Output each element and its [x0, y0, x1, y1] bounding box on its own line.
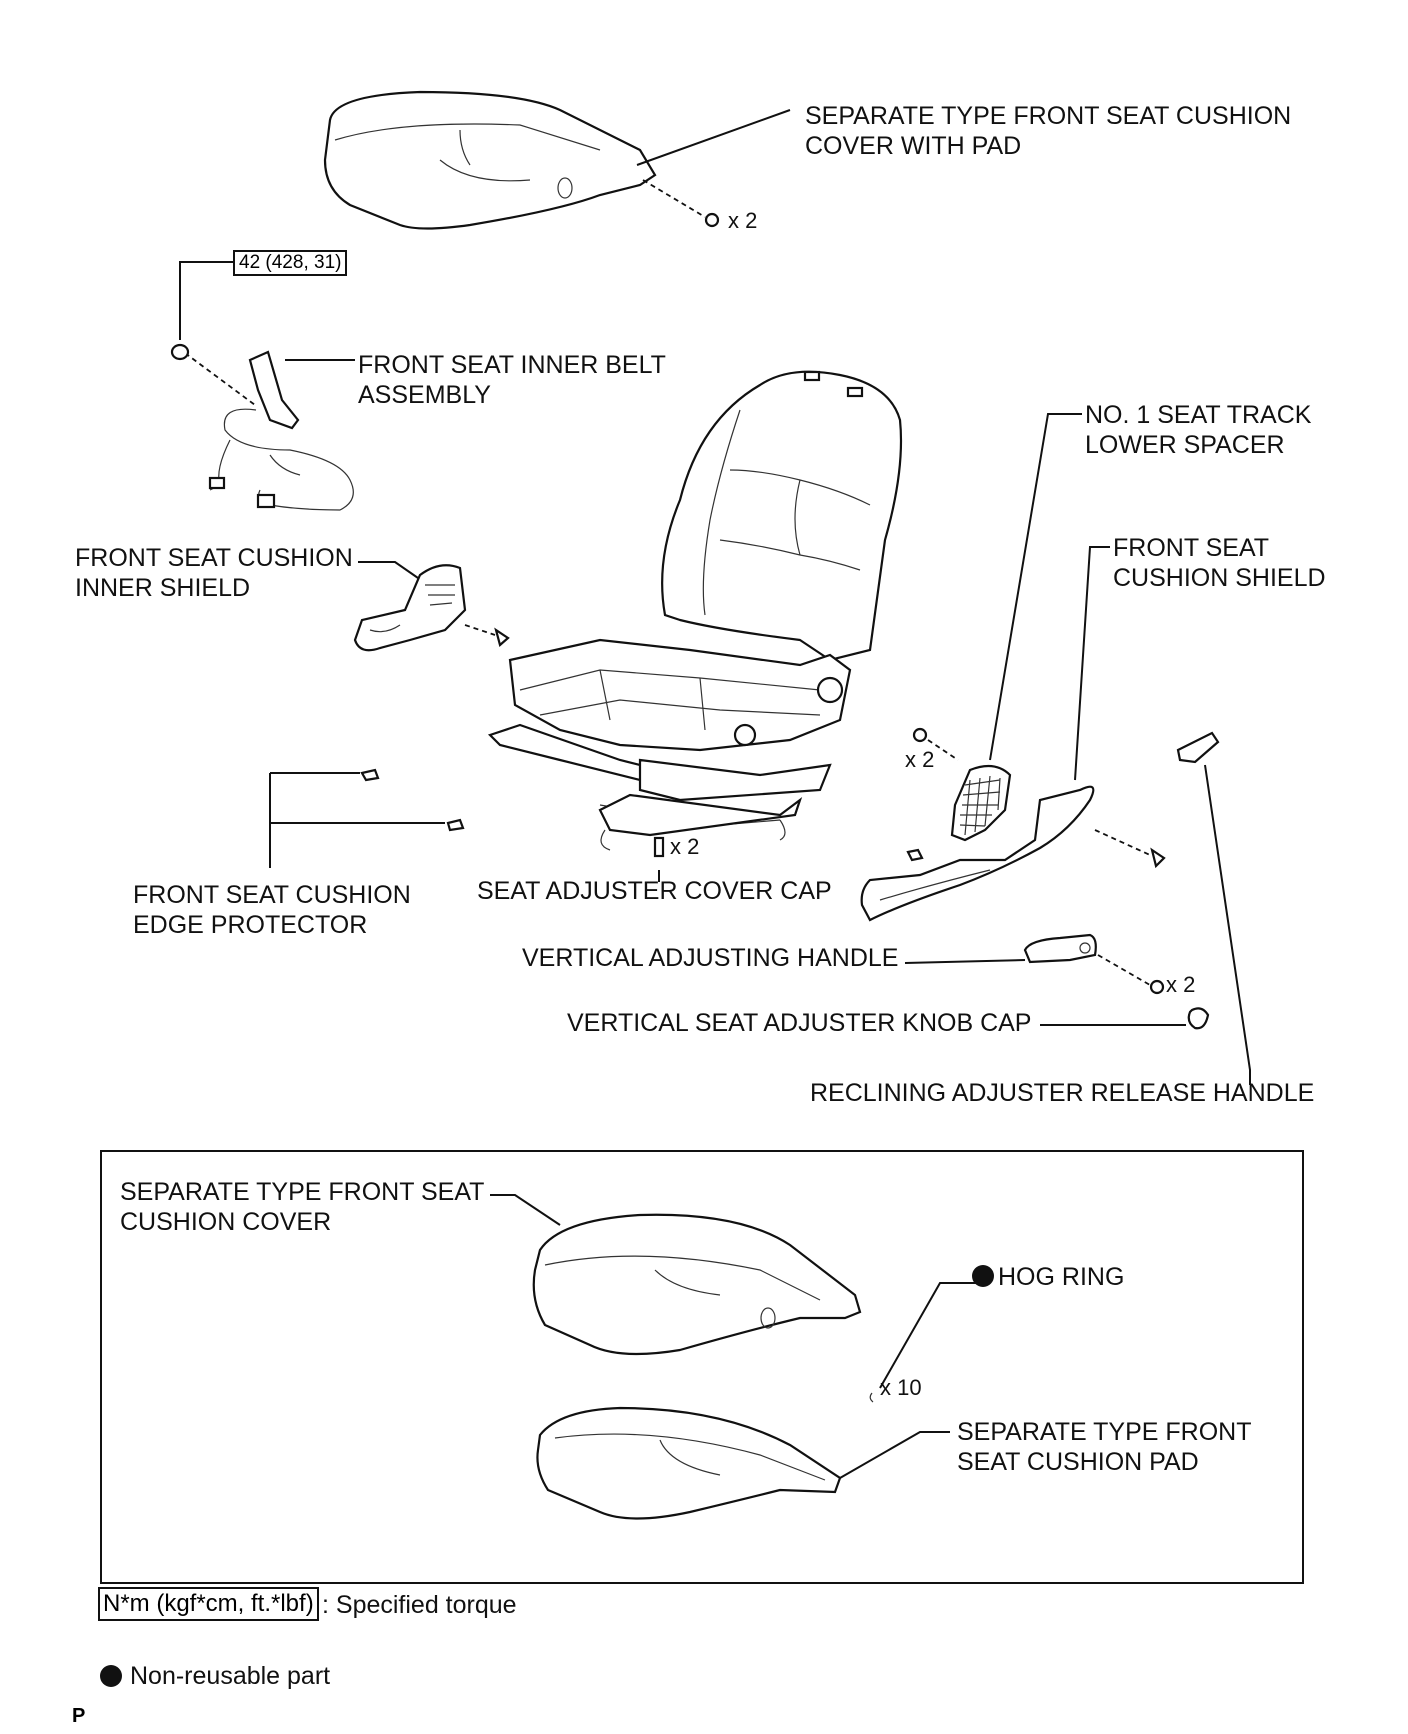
label-release-handle: RECLINING ADJUSTER RELEASE HANDLE [810, 1079, 1315, 1107]
knob-cap-drawing [1040, 1007, 1210, 1030]
label-inset-cover-line2: CUSHION COVER [120, 1208, 332, 1236]
label-cover-cap: SEAT ADJUSTER COVER CAP [477, 877, 832, 905]
label-cover-with-pad-line2: COVER WITH PAD [805, 132, 1022, 160]
inset-pad-drawing [536, 1406, 950, 1520]
vertical-handle-drawing [904, 933, 1165, 995]
torque-box-belt: 42 (428, 31) [233, 250, 348, 276]
label-hog-ring: HOG RING [998, 1263, 1125, 1291]
lower-spacer-drawing [912, 413, 1082, 842]
cushion-cover-with-pad-drawing [323, 90, 791, 230]
edge-protector-drawing [269, 768, 465, 868]
legend-torque-box: N*m (kgf*cm, ft.*lbf) [98, 1587, 319, 1621]
label-edge-protector-line1: FRONT SEAT CUSHION [133, 881, 411, 909]
inset-frame [100, 1150, 1304, 1584]
legend-nonreusable-text: Non-reusable part [130, 1662, 331, 1690]
label-inner-shield-line1: FRONT SEAT CUSHION [75, 544, 353, 572]
label-knob-cap: VERTICAL SEAT ADJUSTER KNOB CAP [567, 1009, 1032, 1037]
inner-shield-drawing [353, 561, 510, 652]
label-inner-belt-line1: FRONT SEAT INNER BELT [358, 351, 666, 379]
label-inset-pad-line1: SEPARATE TYPE FRONT [957, 1418, 1252, 1446]
corner-mark: P [72, 1705, 86, 1727]
label-inset-pad-line2: SEAT CUSHION PAD [957, 1448, 1199, 1476]
qty-handle-screw: x 2 [1166, 972, 1196, 997]
release-handle-drawing [1176, 731, 1251, 1085]
label-inner-belt-line2: ASSEMBLY [358, 381, 491, 409]
label-spacer-line1: NO. 1 SEAT TRACK [1085, 401, 1312, 429]
label-inner-shield-line2: INNER SHIELD [75, 574, 251, 602]
nonreusable-dot-hog-ring [972, 1265, 994, 1287]
legend-torque-text: : Specified torque [322, 1591, 517, 1619]
label-edge-protector-line2: EDGE PROTECTOR [133, 911, 368, 939]
qty-spacer-screw: x 2 [905, 747, 935, 772]
qty-hog-ring: x 10 [880, 1375, 922, 1400]
label-spacer-line2: LOWER SPACER [1085, 431, 1285, 459]
cushion-shield-drawing [860, 546, 1166, 922]
qty-cover-cap: x 2 [670, 834, 700, 859]
label-cover-with-pad-line1: SEPARATE TYPE FRONT SEAT CUSHION [805, 102, 1292, 130]
label-cushion-shield-line2: CUSHION SHIELD [1113, 564, 1326, 592]
legend-nonreusable-dot [100, 1665, 122, 1687]
inner-belt-drawing [208, 350, 355, 511]
cover-cap-drawing [653, 836, 665, 882]
seat-frame-drawing [487, 638, 852, 851]
seat-back-drawing [661, 370, 903, 662]
inset-cover-drawing [490, 1194, 980, 1403]
label-inset-cover-line1: SEPARATE TYPE FRONT SEAT [120, 1178, 485, 1206]
qty-cover-clip: x 2 [728, 208, 758, 233]
label-cushion-shield-line1: FRONT SEAT [1113, 534, 1270, 562]
label-vertical-handle: VERTICAL ADJUSTING HANDLE [522, 944, 899, 972]
